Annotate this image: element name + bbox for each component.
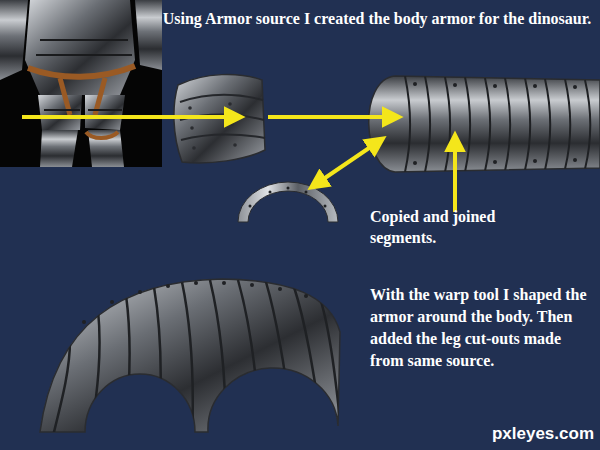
- warped-armor: [40, 279, 342, 440]
- arch-segment: [238, 182, 338, 222]
- watermark: pxleyes.com: [470, 424, 594, 444]
- title-text: Using Armor source I created the body ar…: [157, 8, 597, 29]
- knight-photo: [0, 0, 162, 167]
- step-note: With the warp tool I shaped the armor ar…: [370, 284, 596, 372]
- yellow-arrows: [22, 117, 455, 212]
- step-note: Copied and joined segments.: [370, 206, 545, 248]
- joined-segments: [369, 76, 600, 172]
